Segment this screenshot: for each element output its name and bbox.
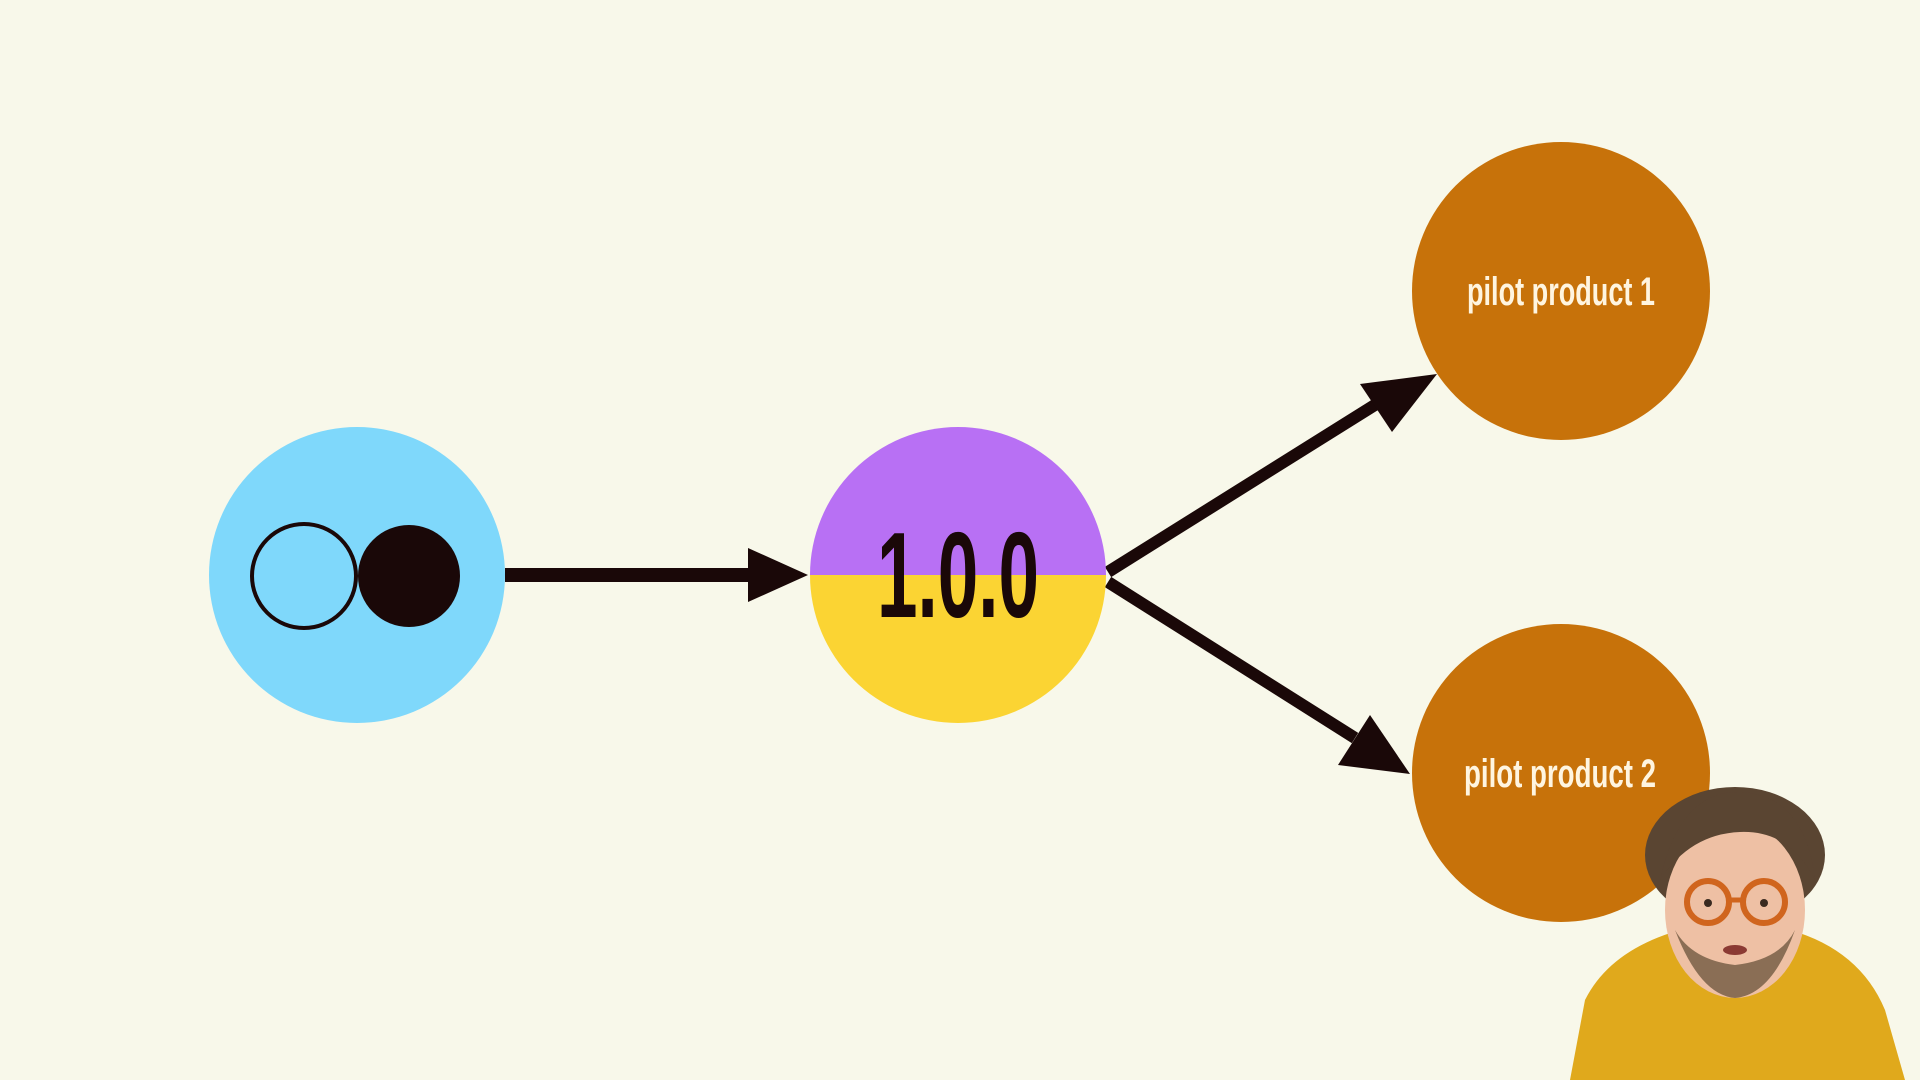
product-node-2: pilot product 2 [1412,624,1710,922]
presenter-face [1665,822,1805,998]
arrow-head [1338,715,1410,774]
arrow-head [1360,374,1437,432]
product-node-1-circle [1412,142,1710,440]
edge-source-to-version [505,548,808,602]
product-node-2-label: pilot product 2 [1464,752,1656,796]
arrow-head [748,548,808,602]
arrow-line [1104,397,1382,578]
presenter-shirt [1570,930,1905,1080]
product-node-1-label: pilot product 1 [1467,270,1655,314]
product-node-2-circle [1412,624,1710,922]
source-node [209,427,505,723]
version-label: 1.0.0 [877,507,1039,643]
edge-version-to-product-1 [1104,374,1437,578]
version-node: 1.0.0 [810,427,1106,723]
edge-version-to-product-2 [1104,576,1410,774]
arrow-line [1104,576,1359,744]
glasses-icon [1684,878,1788,926]
presenter-webcam [1570,787,1905,1080]
two-circles-logo-icon [250,522,460,630]
product-node-1: pilot product 1 [1412,142,1710,440]
